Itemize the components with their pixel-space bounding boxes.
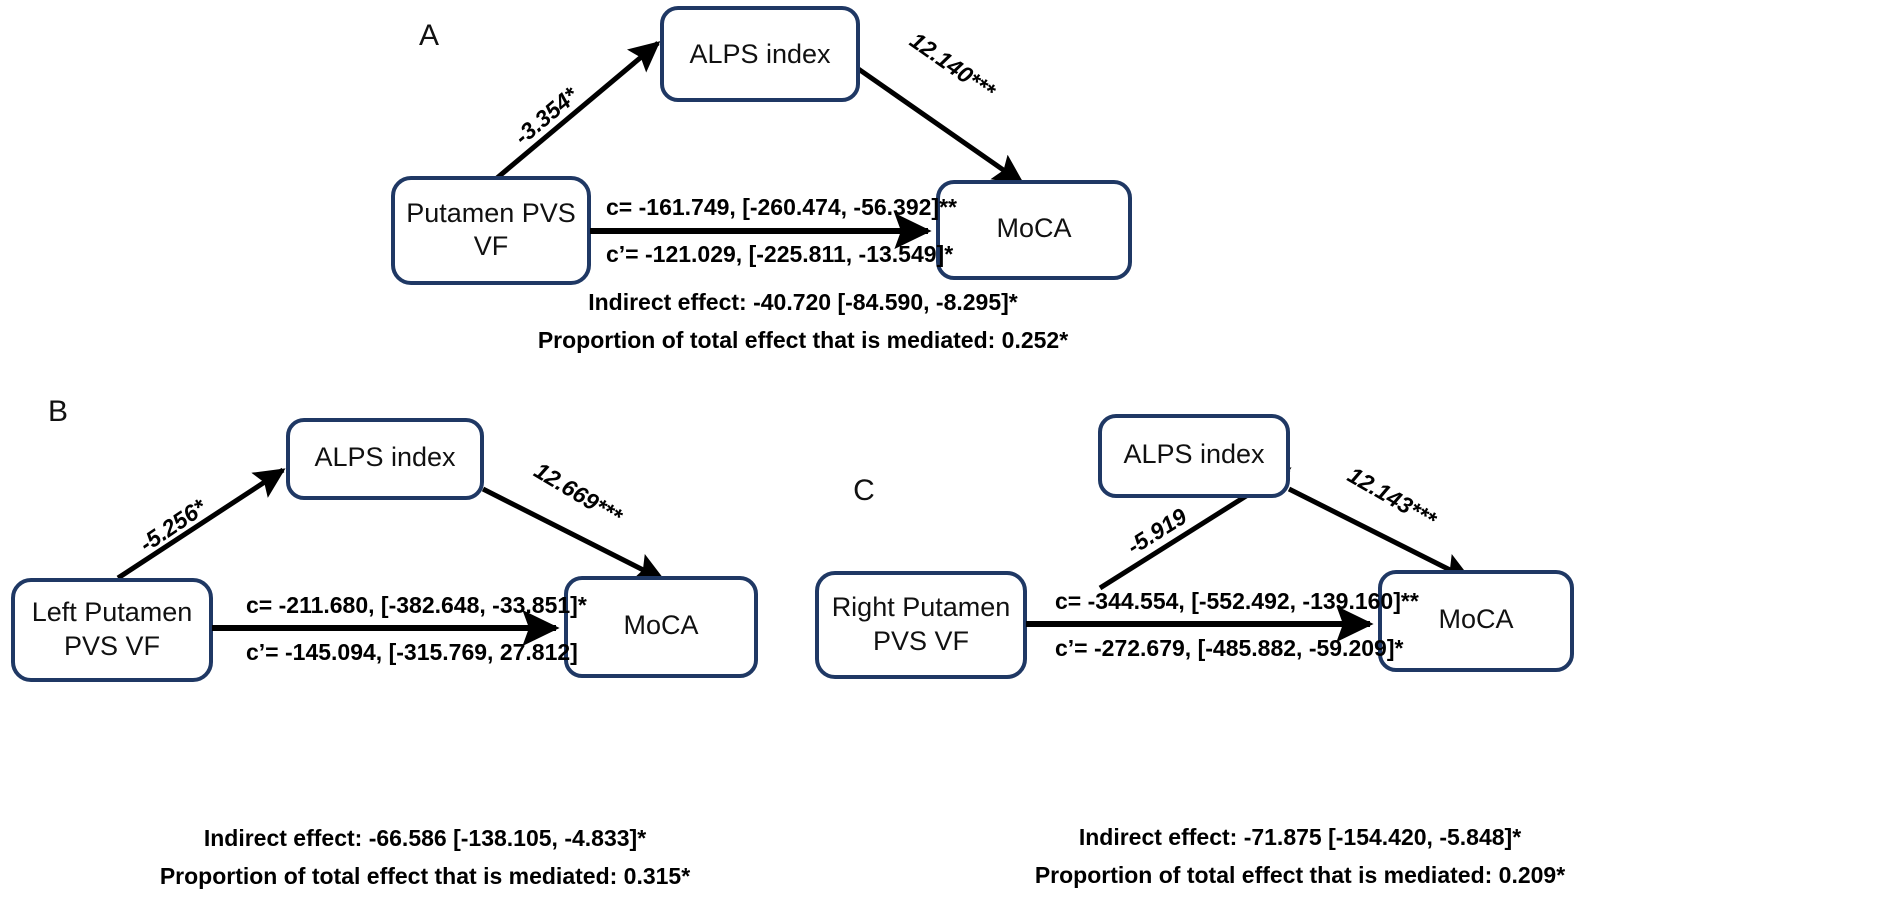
panel-c-proportion-mediated: Proportion of total effect that is media… (1035, 862, 1565, 888)
panel-b-path-c-label: c= -211.680, [-382.648, -33.851]* (246, 592, 587, 618)
panel-a-predictor-box (391, 176, 591, 285)
panel-a-mediator-box (660, 6, 860, 102)
panel-b-mediator-box (286, 418, 484, 500)
panel-b-predictor-label-line2: PVS VF (64, 631, 160, 661)
panel-b-predictor-label-line1: Left Putamen (32, 597, 193, 627)
panel-a-path-c-prime-label: c’= -121.029, [-225.811, -13.549]* (606, 241, 953, 267)
panel-b-path-a-arrow (116, 467, 286, 581)
panel-a-path-c-label: c= -161.749, [-260.474, -56.392]** (606, 194, 957, 220)
panel-c-path-b-arrow (1287, 486, 1473, 583)
panel-c-path-c-prime-label: c’= -272.679, [-485.882, -59.209]* (1055, 635, 1403, 661)
panel-b-indirect-effect: Indirect effect: -66.586 [-138.105, -4.8… (204, 825, 646, 851)
panel-c-path-c-label: c= -344.554, [-552.492, -139.160]** (1055, 588, 1419, 614)
panel-c-outcome-label: MoCA (1438, 604, 1513, 634)
panel-c-mediator-label: ALPS index (1123, 439, 1265, 469)
panel-b-mediator-label: ALPS index (314, 442, 456, 472)
panel-b-proportion-mediated: Proportion of total effect that is media… (160, 863, 690, 889)
panel-a-predictor-label-line2: VF (474, 231, 509, 261)
panel-c-indirect-effect: Indirect effect: -71.875 [-154.420, -5.8… (1079, 824, 1521, 850)
panel-c: C -5.919 12.143*** ALPS index Right Puta… (815, 414, 1574, 888)
panel-a-predictor-label-line1: Putamen PVS (406, 198, 576, 228)
panel-a-letter: A (419, 19, 439, 52)
panel-c-outcome-box (1378, 570, 1574, 672)
panel-a-outcome-label: MoCA (996, 213, 1071, 243)
panel-b-path-b-arrow (481, 486, 666, 583)
panel-a-outcome-box (936, 180, 1132, 280)
panel-c-letter: C (853, 474, 875, 507)
panel-c-predictor-label-line2: PVS VF (873, 626, 969, 656)
panel-b-letter: B (48, 395, 68, 428)
panel-b: B -5.256* 12.669*** ALPS index Left Puta… (11, 395, 758, 889)
panel-a-path-b-arrow (855, 65, 1025, 186)
panel-a-indirect-effect: Indirect effect: -40.720 [-84.590, -8.29… (588, 289, 1018, 315)
panel-b-predictor-box (11, 578, 213, 682)
panel-c-predictor-box (815, 571, 1027, 679)
panel-a-path-b-label: 12.140*** (905, 27, 1000, 105)
panel-a: A -3.354* 12.140*** ALPS index Putamen P… (391, 6, 1132, 353)
panel-c-mediator-box (1098, 414, 1290, 498)
panel-b-path-c-prime-label: c’= -145.094, [-315.769, 27.812] (246, 639, 578, 665)
panel-a-mediator-label: ALPS index (689, 39, 831, 69)
panel-a-proportion-mediated: Proportion of total effect that is media… (538, 327, 1068, 353)
panel-c-predictor-label-line1: Right Putamen (832, 592, 1011, 622)
panel-b-outcome-box (564, 576, 758, 678)
panel-b-outcome-label: MoCA (623, 610, 698, 640)
panel-a-path-a-arrow (495, 41, 661, 180)
